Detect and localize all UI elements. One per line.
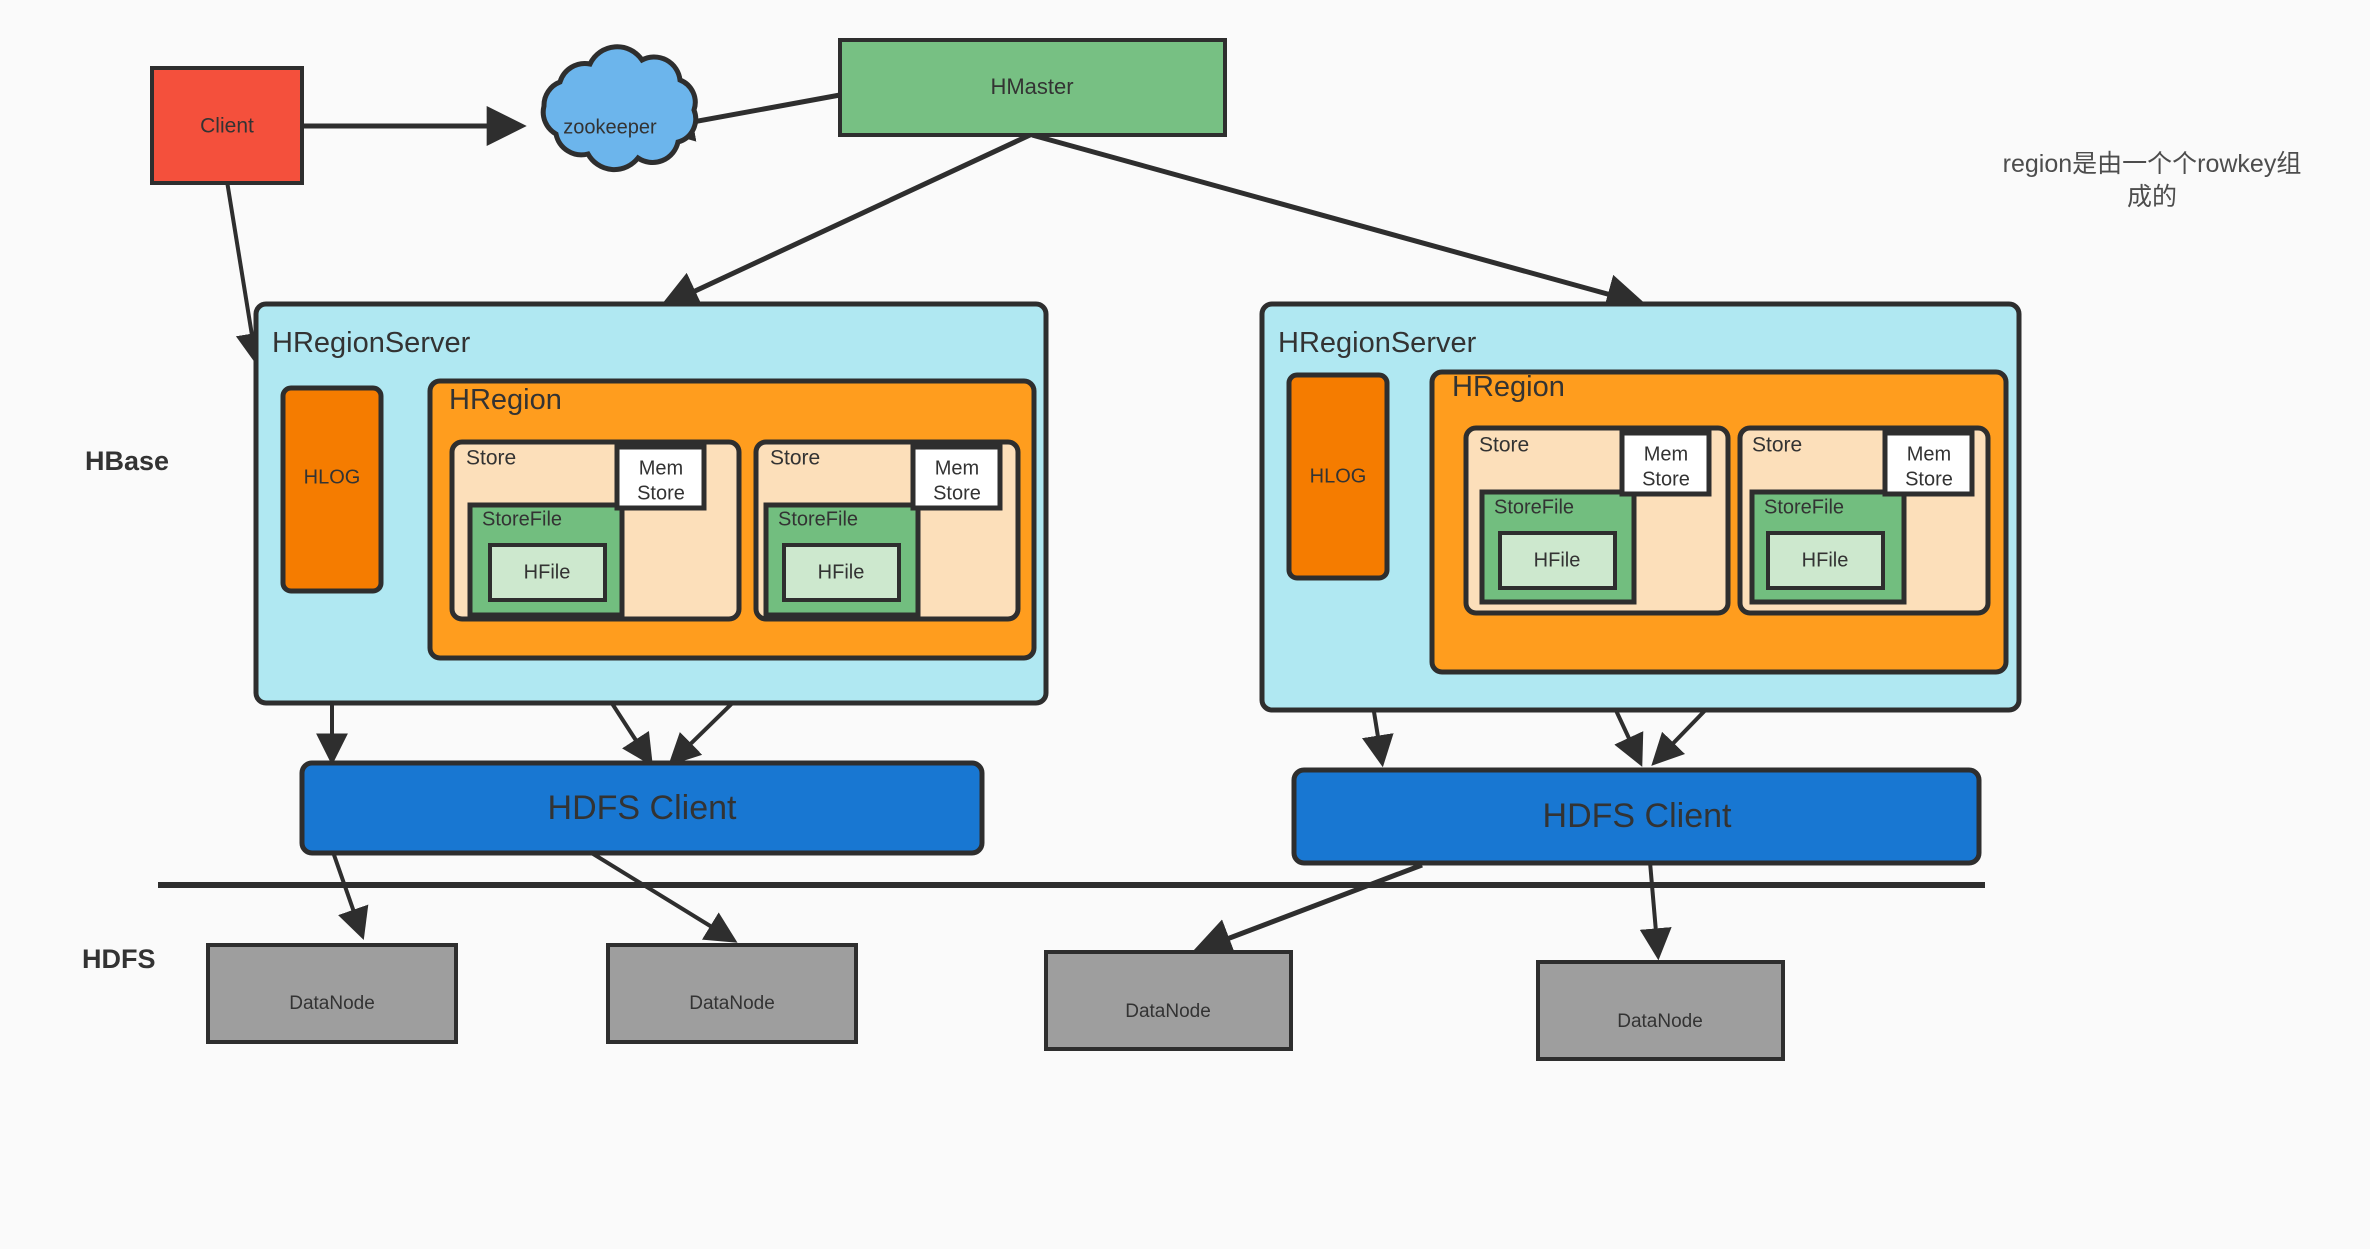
node-storefile-left-2[interactable]: StoreFile HFile — [763, 502, 921, 618]
node-memstore-left-2[interactable]: Mem Store — [910, 444, 1003, 511]
node-storefile-right-2[interactable]: StoreFile HFile — [1749, 489, 1907, 605]
node-hregionserver-left[interactable]: HRegionServer HLOG HRegion Store StoreFi… — [253, 301, 1049, 706]
memstore-left-2-label-line1: Mem — [935, 457, 979, 479]
node-storefile-right-1[interactable]: StoreFile HFile — [1479, 489, 1637, 605]
storefile-left-1-label: StoreFile — [482, 509, 562, 531]
store-right-1-label: Store — [1479, 433, 1529, 456]
storefile-right-2-label: StoreFile — [1764, 497, 1844, 519]
store-left-2-label: Store — [770, 446, 820, 469]
edge-hmaster-to-regionserver-left — [658, 132, 1032, 310]
datanode-1-label: DataNode — [289, 993, 375, 1014]
memstore-left-2-label-line2: Store — [933, 482, 981, 504]
hdfs-client-right-label: HDFS Client — [1543, 797, 1732, 835]
node-hfile-left-1[interactable]: HFile — [488, 543, 607, 602]
edge-hdfsclient-right-to-datanode-3 — [1191, 862, 1423, 957]
node-hregion-right[interactable]: HRegion Store StoreFile HFile — [1429, 369, 2009, 675]
node-memstore-right-2[interactable]: Mem Store — [1882, 430, 1975, 497]
memstore-right-2-label-line2: Store — [1905, 468, 1953, 490]
node-store-right-2[interactable]: Store StoreFile HFile Mem — [1737, 425, 1991, 616]
hdfs-client-left-label: HDFS Client — [548, 789, 737, 827]
hregionserver-right-label: HRegionServer — [1278, 327, 1477, 359]
memstore-left-1-label-line2: Store — [637, 482, 685, 504]
node-hfile-right-1[interactable]: HFile — [1498, 531, 1617, 590]
hregion-right-label: HRegion — [1452, 371, 1565, 403]
node-zookeeper[interactable]: zookeeper — [540, 44, 699, 173]
memstore-right-1-label-line1: Mem — [1644, 443, 1688, 465]
node-hmaster[interactable]: HMaster — [838, 38, 1227, 137]
node-hregionserver-right[interactable]: HRegionServer HLOG HRegion Store StoreFi… — [1259, 301, 2022, 713]
memstore-right-1-label-line2: Store — [1642, 468, 1690, 490]
hfile-right-2-label: HFile — [1802, 549, 1849, 571]
node-datanode-4[interactable]: DataNode — [1536, 960, 1785, 1061]
node-datanode-2[interactable]: DataNode — [606, 943, 858, 1044]
storefile-right-1-label: StoreFile — [1494, 497, 1574, 519]
node-hfile-right-2[interactable]: HFile — [1766, 531, 1885, 590]
memstore-left-1-label-line1: Mem — [639, 457, 683, 479]
hregionserver-left-label: HRegionServer — [272, 327, 471, 359]
node-hlog-left[interactable]: HLOG — [280, 385, 384, 594]
memstore-right-2-label-line1: Mem — [1907, 443, 1951, 465]
edge-hmaster-to-regionserver-right — [1031, 132, 1647, 314]
edge-hdfsclient-left-to-datanode-2 — [588, 850, 738, 943]
storefile-left-2-label: StoreFile — [778, 509, 858, 531]
node-storefile-left-1[interactable]: StoreFile HFile — [467, 502, 625, 618]
section-label-hdfs: HDFS — [82, 944, 156, 974]
node-hfile-left-2[interactable]: HFile — [782, 543, 901, 602]
hregion-left-label: HRegion — [449, 384, 562, 416]
node-datanode-1[interactable]: DataNode — [206, 943, 458, 1044]
edge-hdfsclient-left-to-datanode-1 — [331, 851, 369, 941]
hfile-left-2-label: HFile — [818, 561, 865, 583]
node-memstore-left-1[interactable]: Mem Store — [614, 444, 707, 511]
section-label-hbase: HBase — [85, 446, 169, 476]
cloud-icon — [540, 44, 699, 173]
edge-hdfsclient-right-to-datanode-4 — [1639, 861, 1672, 961]
node-store-left-2[interactable]: Store StoreFile HFile Mem — [753, 439, 1021, 622]
rowkey-note-line-2: 成的 — [2127, 183, 2177, 211]
datanode-3-label: DataNode — [1125, 1001, 1211, 1022]
hfile-left-1-label: HFile — [524, 561, 571, 583]
node-store-right-1[interactable]: Store StoreFile HFile Mem — [1463, 425, 1731, 616]
rowkey-note-line-1: region是由一个个rowkey组 — [2003, 150, 2302, 178]
edge-client-to-regionserver-left — [224, 174, 268, 366]
hmaster-label: HMaster — [990, 74, 1073, 99]
node-hregion-left[interactable]: HRegion Store StoreFile HFile — [427, 378, 1037, 661]
hlog-right-label: HLOG — [1310, 465, 1367, 487]
zookeeper-label: zookeeper — [563, 116, 657, 138]
datanode-4-label: DataNode — [1617, 1011, 1703, 1032]
store-right-2-label: Store — [1752, 433, 1802, 456]
node-memstore-right-1[interactable]: Mem Store — [1619, 430, 1712, 497]
node-store-left-1[interactable]: Store StoreFile HFile Mem — [449, 439, 742, 622]
hfile-right-1-label: HFile — [1534, 549, 1581, 571]
hlog-left-label: HLOG — [304, 466, 361, 488]
node-hdfs-client-right[interactable]: HDFS Client — [1291, 767, 1982, 866]
client-label: Client — [200, 115, 254, 138]
node-hlog-right[interactable]: HLOG — [1286, 372, 1390, 581]
store-left-1-label: Store — [466, 446, 516, 469]
node-client[interactable]: Client — [150, 66, 304, 185]
node-datanode-3[interactable]: DataNode — [1044, 950, 1293, 1051]
datanode-2-label: DataNode — [689, 993, 775, 1014]
node-hdfs-client-left[interactable]: HDFS Client — [299, 760, 985, 856]
